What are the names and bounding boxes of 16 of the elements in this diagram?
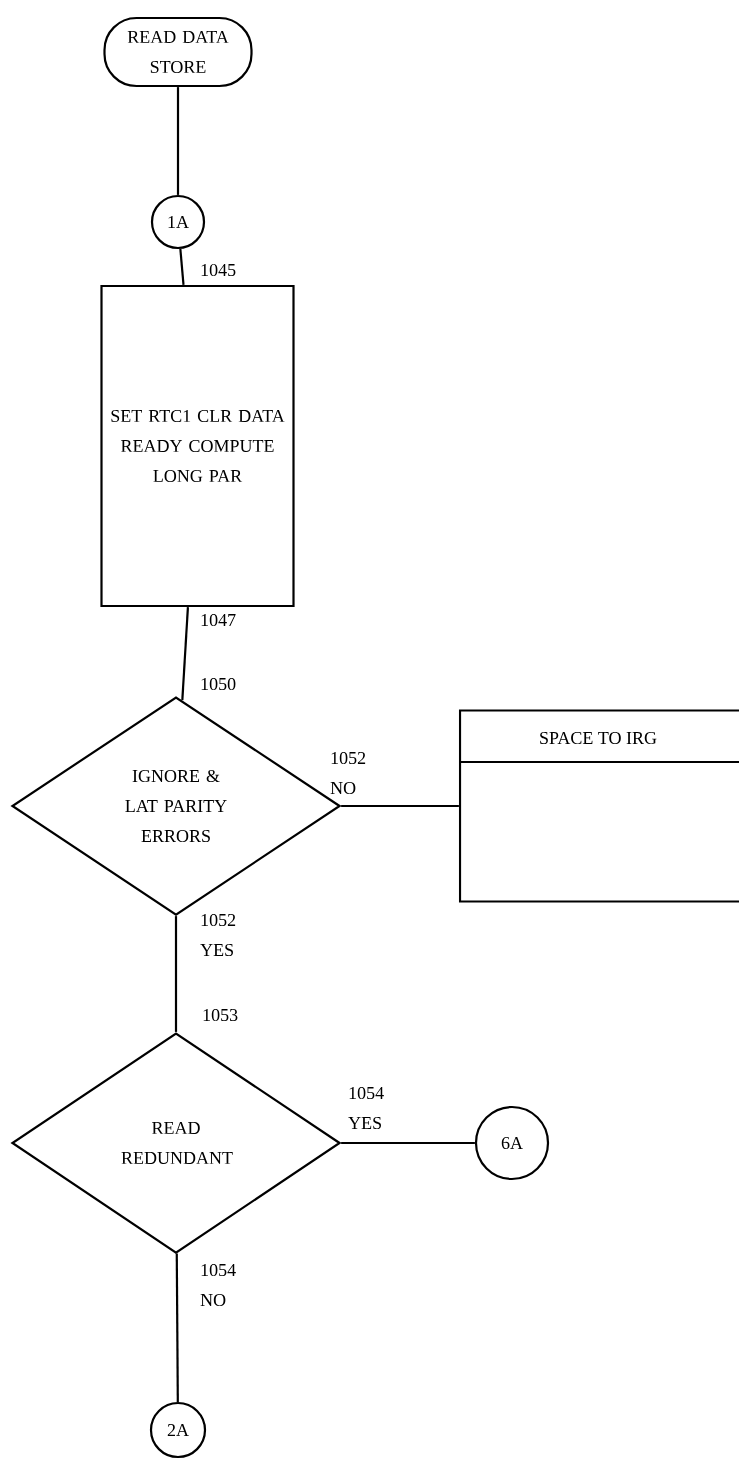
edge-label: 1054 YES <box>347 1085 400 1131</box>
connector-line <box>176 87 180 195</box>
step-number: 1045 <box>201 263 236 277</box>
connector-line <box>175 1253 179 1402</box>
step-number: 1053 <box>203 1008 238 1022</box>
connector-line <box>341 1141 475 1145</box>
edge-label: 1054 NO <box>199 1262 252 1308</box>
terminal: READ DATA STORE <box>103 16 253 88</box>
connector-line <box>179 248 185 285</box>
connector-line <box>174 916 178 1032</box>
connector-line <box>181 607 189 701</box>
process-box: SPACE TO IRG <box>458 709 739 903</box>
connector-line <box>341 804 459 808</box>
step-number: 1050 <box>201 677 236 691</box>
step-number: 1047 <box>201 613 236 627</box>
process-box: SET RTC1 CLR DATA READY COMPUTE LONG PAR <box>100 284 295 608</box>
